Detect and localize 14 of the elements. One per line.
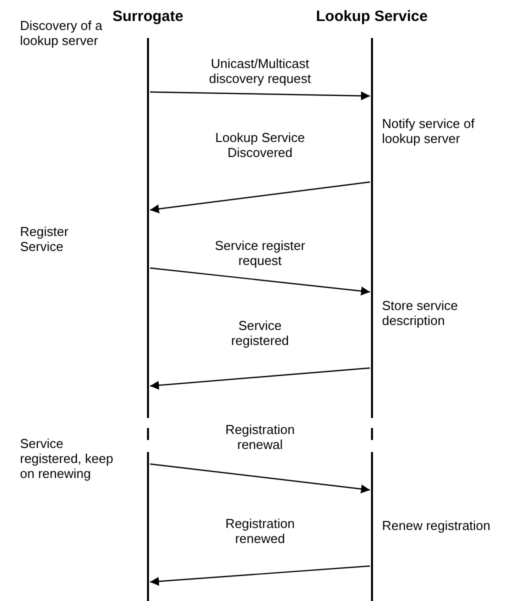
lifeline-header: Surrogate [112,8,184,25]
message-arrow [150,565,370,586]
lifeline-header: Lookup Service [316,8,428,25]
step-note: Renew registration [382,518,492,533]
step-note: Register Service [20,224,70,254]
step-note: Notify service of lookup server [382,116,476,146]
message-arrow [150,267,370,296]
message-arrow [150,181,370,214]
step-note: Discovery of a lookup server [20,18,104,48]
message-arrow [150,91,370,100]
message-arrow [150,367,370,390]
message-arrow [150,463,370,494]
step-note: Service registered, keep on renewing [20,436,114,481]
step-note: Store service description [382,298,459,328]
